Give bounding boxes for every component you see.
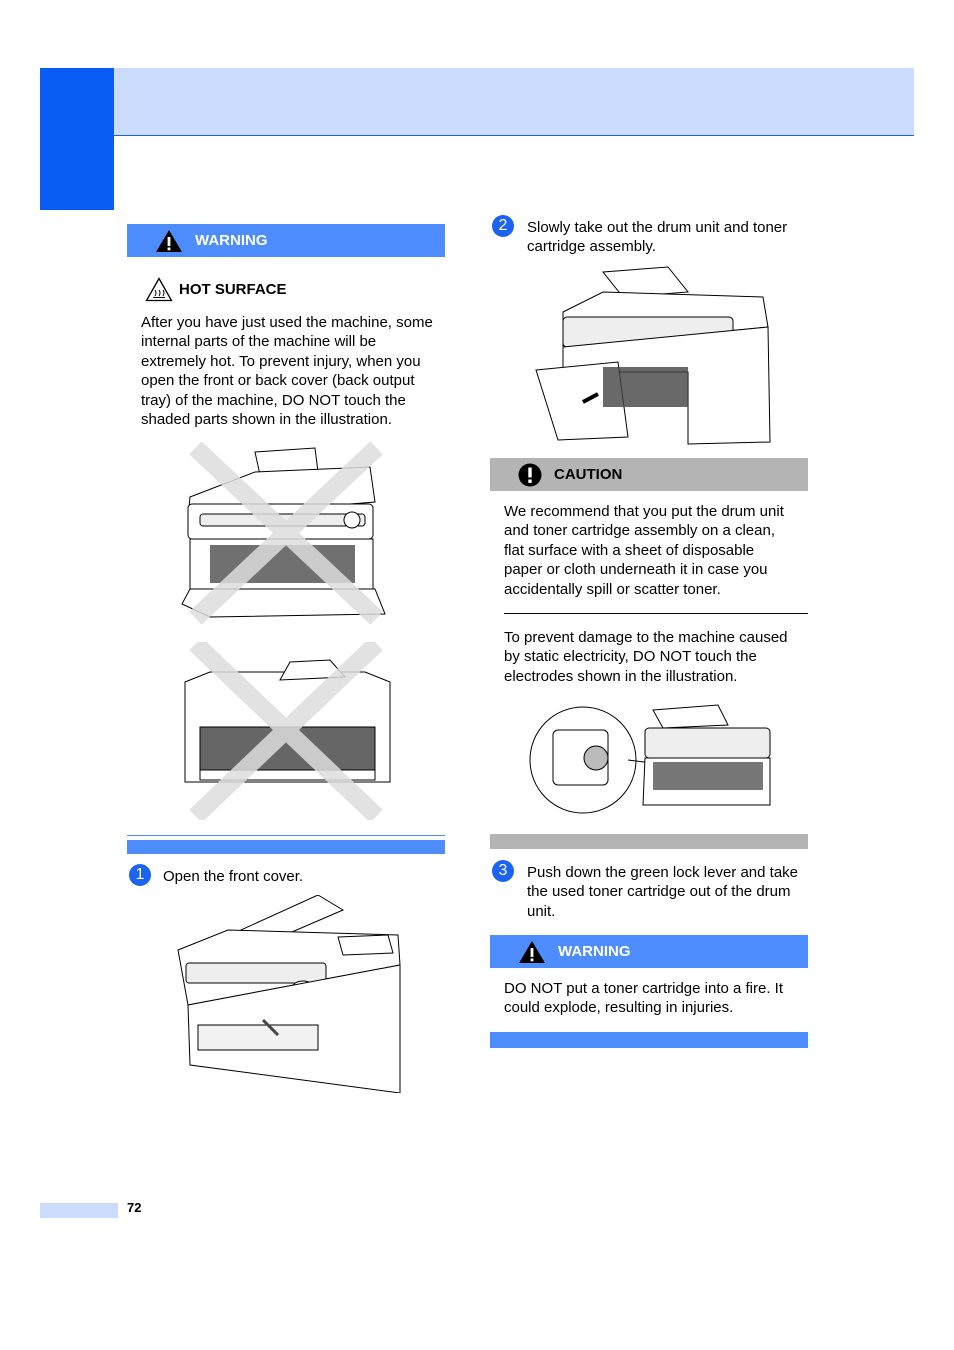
hot-surface-title: HOT SURFACE xyxy=(179,281,287,298)
warning-icon xyxy=(156,229,182,252)
caution-end-bar xyxy=(490,834,808,849)
text-line: flat surface with a sheet of disposable xyxy=(504,541,755,559)
text-line: Slowly take out the drum unit and toner xyxy=(527,219,788,236)
chapter-tab xyxy=(40,68,114,210)
step-3-badge: 3 xyxy=(492,860,514,882)
hot-surface-icon xyxy=(145,277,173,302)
divider xyxy=(127,835,445,836)
text-line: paper or cloth underneath it in case you xyxy=(504,561,768,579)
open-front-cover-illustration xyxy=(177,895,401,1093)
hot-surface-heading: HOT SURFACE xyxy=(145,277,287,302)
caution-bar: CAUTION xyxy=(490,458,808,491)
printer-back-hot-illustration xyxy=(184,642,391,820)
text-line: shaded parts shown in the illustration. xyxy=(141,411,392,429)
text-line: unit. xyxy=(527,902,556,920)
caution-icon xyxy=(518,463,542,486)
warning-end-bar xyxy=(127,840,445,854)
warning-2-end-bar xyxy=(490,1032,808,1048)
warning-2-text: DO NOT put a toner cartridge into a fire… xyxy=(504,979,783,1018)
text-line: electrodes shown in the illustration. xyxy=(504,667,738,685)
caution-paragraph-2: To prevent damage to the machine caused … xyxy=(504,628,788,686)
text-line: Push down the green lock lever and take xyxy=(527,864,799,881)
printer-front-hot-illustration xyxy=(181,442,386,624)
warning-label: WARNING xyxy=(195,232,268,249)
text-line: cartridge assembly. xyxy=(527,238,656,256)
electrodes-illustration xyxy=(529,704,771,814)
caution-paragraph-1: We recommend that you put the drum unit … xyxy=(504,502,784,599)
text-line: tray) of the machine, DO NOT touch the xyxy=(141,391,406,409)
step-3-text: Push down the green lock lever and take … xyxy=(527,863,798,921)
step-2-badge: 2 xyxy=(492,215,514,237)
text-line: To prevent damage to the machine caused xyxy=(504,629,788,646)
text-line: accidentally spill or scatter toner. xyxy=(504,580,721,598)
text-line: internal parts of the machine will be xyxy=(141,333,377,351)
warning-icon xyxy=(519,940,545,963)
caution-divider xyxy=(504,613,808,614)
warning-label: WARNING xyxy=(558,943,631,960)
step-1-text: Open the front cover. xyxy=(163,868,304,885)
text-line: open the front or back cover (back outpu… xyxy=(141,372,415,390)
footer-tab xyxy=(40,1203,118,1218)
warning-bar: WARNING xyxy=(127,224,445,257)
text-line: After you have just used the machine, so… xyxy=(141,314,433,331)
warning-bar-2: WARNING xyxy=(490,935,808,968)
header-band xyxy=(114,68,914,136)
text-line: the used toner cartridge out of the drum xyxy=(527,883,791,901)
remove-drum-illustration xyxy=(535,266,771,445)
step-1-badge: 1 xyxy=(129,864,151,886)
text-line: and toner cartridge assembly on a clean, xyxy=(504,522,775,540)
step-2-text: Slowly take out the drum unit and toner … xyxy=(527,218,787,257)
text-line: We recommend that you put the drum unit xyxy=(504,503,784,520)
text-line: could explode, resulting in injuries. xyxy=(504,999,734,1017)
hot-surface-text: After you have just used the machine, so… xyxy=(141,313,433,429)
text-line: DO NOT put a toner cartridge into a fire… xyxy=(504,980,784,997)
text-line: by static electricity, DO NOT touch the xyxy=(504,648,757,666)
text-line: extremely hot. To prevent injury, when y… xyxy=(141,352,421,370)
page-number: 72 xyxy=(127,1200,142,1215)
caution-label: CAUTION xyxy=(554,466,623,483)
